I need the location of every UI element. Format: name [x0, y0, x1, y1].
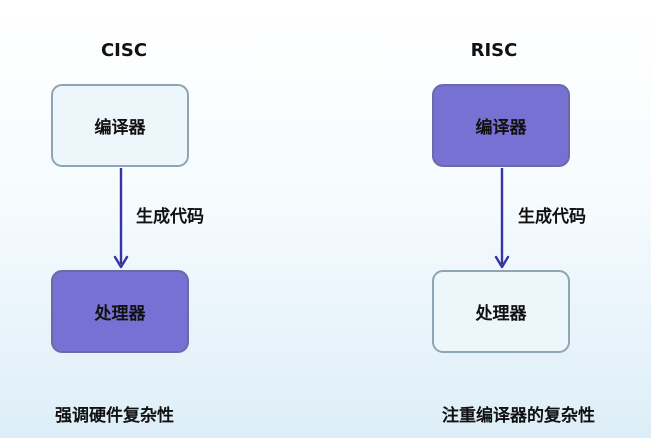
cisc-caption: 强调硬件复杂性: [55, 406, 174, 426]
risc-processor-label: 处理器: [475, 304, 527, 324]
cisc-processor-box: 处理器: [51, 270, 189, 353]
cisc-compiler-label: 编译器: [94, 118, 146, 138]
risc-title: RISC: [470, 40, 518, 61]
risc-compiler-box: 编译器: [432, 84, 570, 167]
cisc-processor-label: 处理器: [94, 304, 146, 324]
cisc-compiler-box: 编译器: [51, 84, 189, 167]
risc-generate-code-arrow: [494, 168, 510, 269]
cisc-title: CISC: [100, 40, 148, 61]
risc-compiler-label: 编译器: [475, 118, 527, 138]
risc-caption: 注重编译器的复杂性: [442, 406, 595, 426]
cisc-generate-code-label: 生成代码: [136, 207, 204, 227]
risc-processor-box: 处理器: [432, 270, 570, 353]
risc-generate-code-label: 生成代码: [518, 207, 586, 227]
cisc-generate-code-arrow: [113, 168, 129, 269]
